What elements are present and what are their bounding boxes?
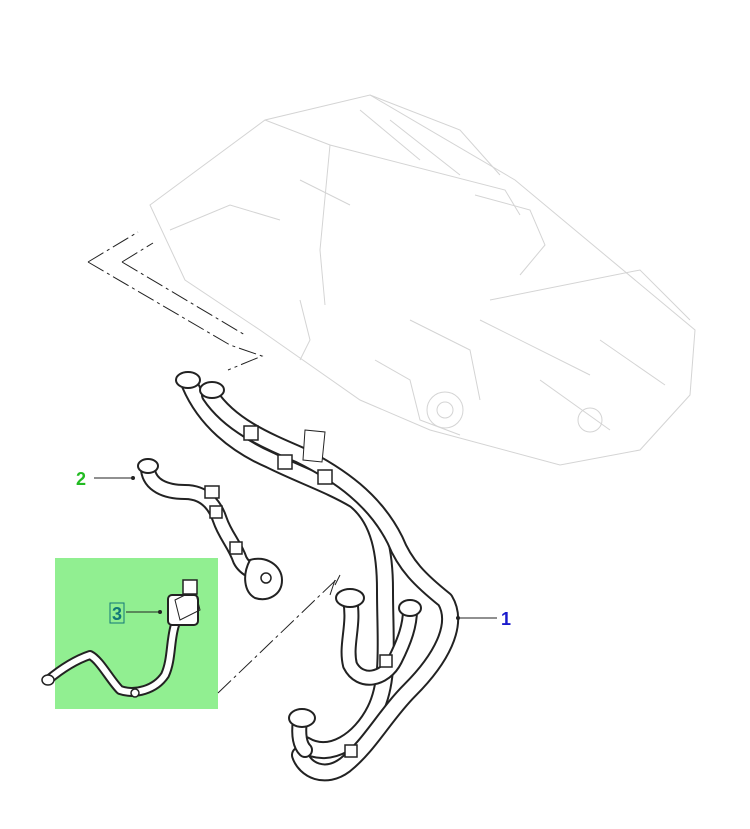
- leader-line-part-3: [217, 577, 339, 694]
- callout-2: 2: [76, 469, 135, 489]
- valve-assembly-3: [41, 579, 201, 698]
- callout-3-box: [109, 602, 125, 624]
- leader-line-engine: [87, 231, 264, 371]
- hose-2: [137, 458, 284, 600]
- callout-label-2: 2: [76, 469, 86, 489]
- callout-1: 1: [456, 609, 511, 629]
- callout-label-1: 1: [501, 609, 511, 629]
- engine-ghost-outline: [149, 94, 696, 466]
- callout-label-3: 3: [112, 604, 122, 624]
- hose-assembly-1: [175, 371, 459, 782]
- callout-3: 3: [109, 602, 162, 624]
